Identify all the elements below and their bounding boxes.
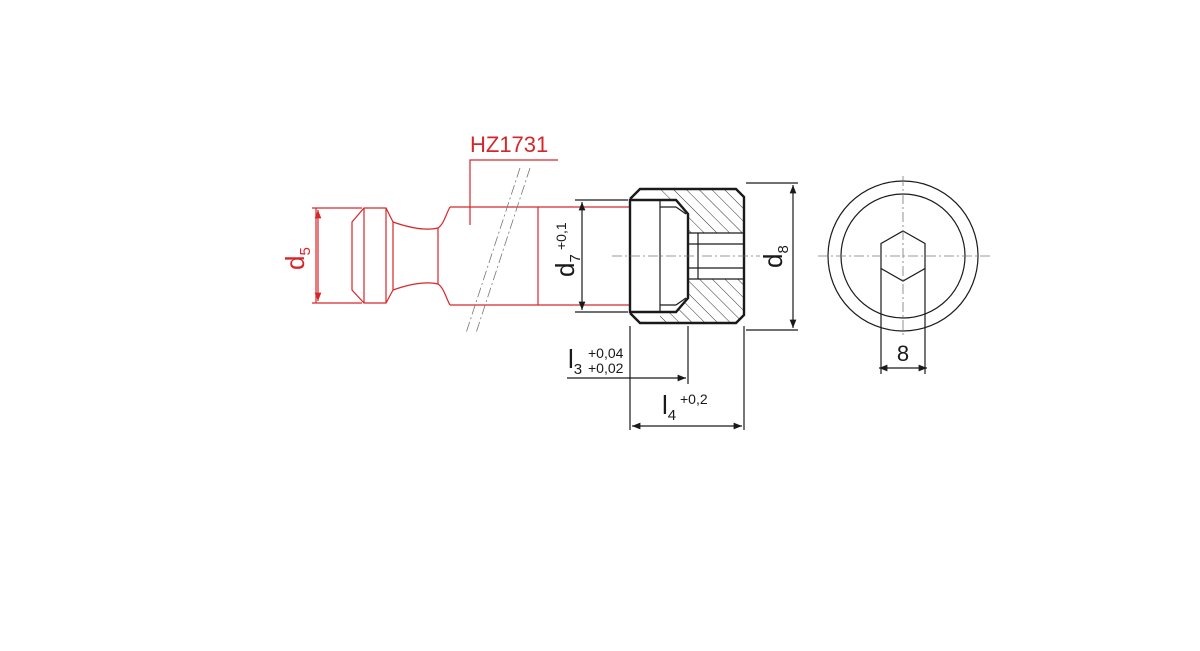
- d8-dimension: [746, 182, 798, 331]
- l4-dimension: [632, 326, 745, 430]
- d5-label: d5: [280, 247, 314, 270]
- l3-dimension: [567, 326, 689, 430]
- break-lines: [465, 167, 531, 334]
- nut-section: [628, 187, 746, 325]
- part-number-label: HZ1731: [470, 132, 548, 157]
- hex-width-label: 8: [897, 341, 909, 366]
- d7-label: d7: [550, 254, 584, 277]
- d8-label: d8: [758, 245, 792, 268]
- reference-part-outline: [315, 159, 630, 306]
- l3-tolerance-upper: +0,04: [588, 345, 624, 361]
- l4-tolerance: +0,2: [680, 391, 708, 407]
- l3-label: l3: [568, 344, 582, 378]
- l4-label: l4: [662, 390, 676, 424]
- d5-dimension: [312, 207, 362, 304]
- d7-dimension: [575, 199, 628, 313]
- end-view: [818, 176, 990, 374]
- d7-tolerance: +0,1: [553, 222, 569, 250]
- l3-tolerance-lower: +0,02: [588, 360, 624, 376]
